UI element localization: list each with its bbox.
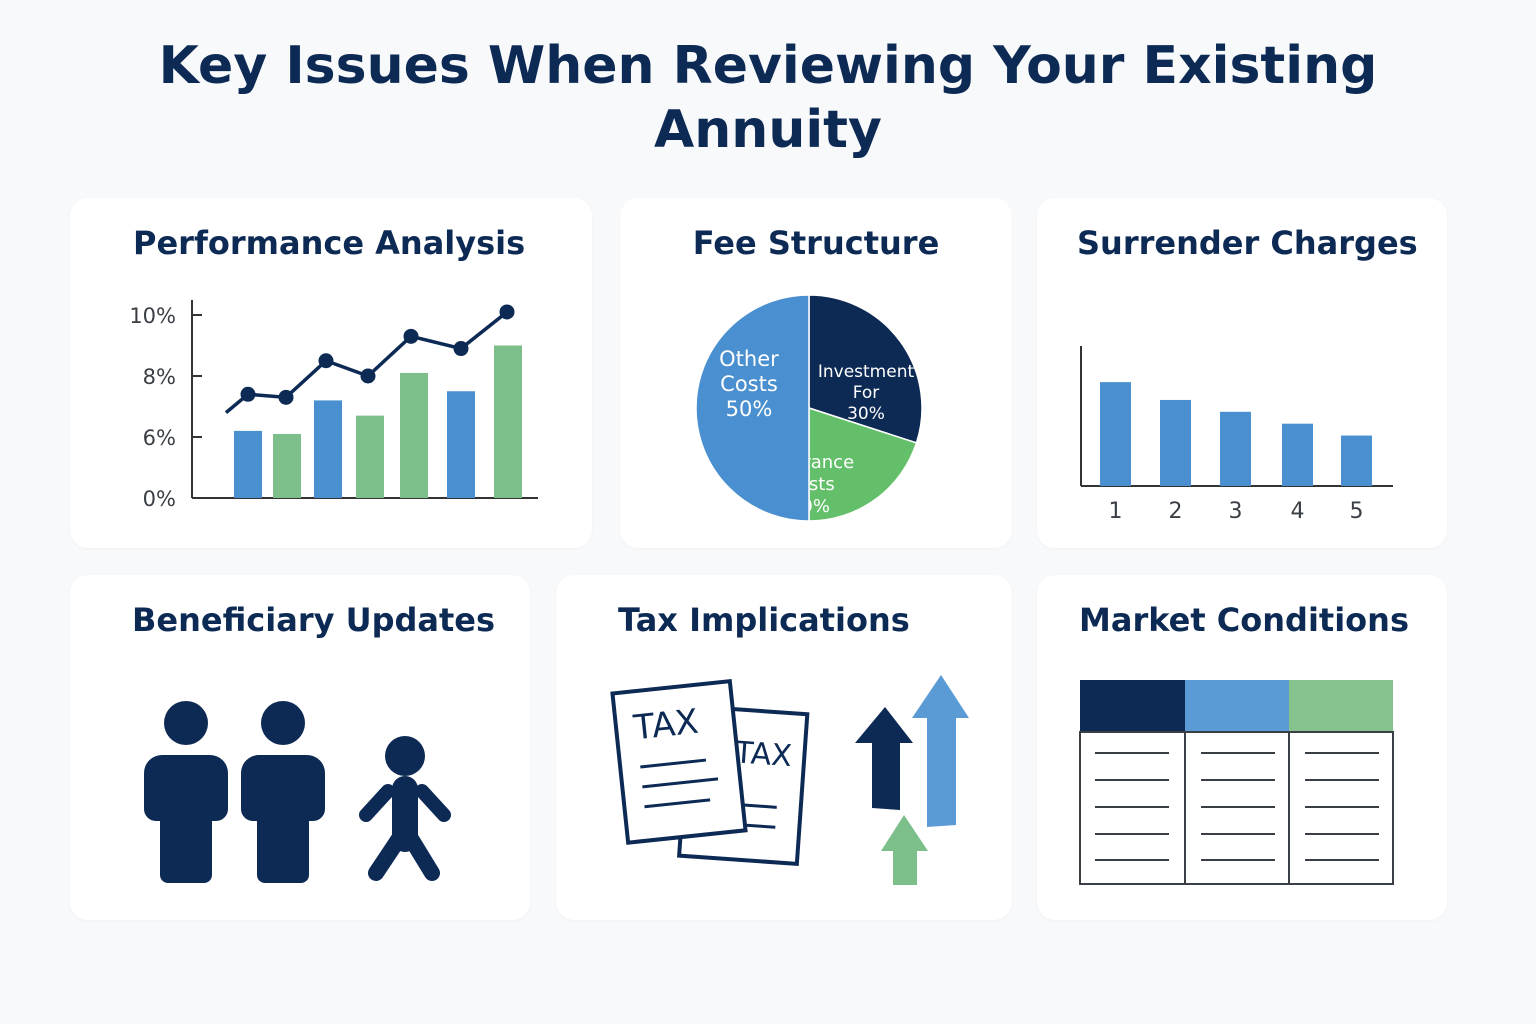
- perf-bar: [273, 433, 301, 498]
- perf-trend-point: [403, 328, 419, 344]
- surr-bar: [1220, 411, 1251, 486]
- page-title-line-1: Key Issues When Reviewing Your Existing: [158, 36, 1378, 96]
- surrender-chart: 1 2 3 4 5: [1080, 346, 1393, 524]
- fee-pie-slice: [808, 406, 918, 522]
- market-conditions-title: Market Conditions: [1079, 601, 1409, 639]
- beneficiary-updates-title: Beneficiary Updates: [132, 601, 496, 639]
- table-icon: [1079, 680, 1394, 885]
- performance-analysis-card: Performance Analysis 0% 6% 8% 10%: [70, 198, 592, 548]
- market-conditions-card: Market Conditions: [1037, 575, 1447, 920]
- perf-bar: [447, 391, 475, 498]
- fee-structure-title: Fee Structure: [692, 224, 940, 262]
- perf-bar: [314, 400, 342, 498]
- surr-x-tick-label: 5: [1350, 499, 1364, 524]
- surr-x-tick-label: 1: [1109, 499, 1123, 524]
- page-title-line-2: Annuity: [654, 100, 882, 160]
- tax-implications-title: Tax Implications: [618, 601, 910, 639]
- perf-trend-point: [360, 368, 376, 384]
- tax-document-back-label: TAX: [733, 735, 793, 774]
- perf-y-tick-label: 10%: [129, 304, 176, 328]
- tax-implications-card: Tax Implications TAX TAX: [556, 575, 1012, 920]
- fee-pie-label: Other: [719, 347, 779, 371]
- fee-pie-chart: InvestmentFor30%InsuranceCosts20%OtherCo…: [695, 294, 923, 522]
- perf-trend-point: [453, 341, 469, 357]
- perf-trend-point: [240, 386, 256, 402]
- perf-y-tick-label: 6%: [143, 426, 176, 450]
- fee-pie-label: For: [853, 383, 880, 403]
- perf-y-tick-label: 0%: [143, 487, 176, 511]
- fee-pie-label: Costs: [720, 372, 778, 396]
- tax-illustration: TAX TAX: [610, 675, 969, 885]
- perf-trend-point: [499, 304, 515, 320]
- perf-bar: [400, 372, 428, 498]
- tax-document-front-label: TAX: [631, 702, 701, 749]
- surr-bar: [1341, 435, 1372, 486]
- table-header-blue: [1185, 680, 1289, 732]
- surr-bar: [1100, 382, 1131, 486]
- fee-pie-slice: [808, 294, 923, 444]
- surr-bar: [1282, 423, 1313, 486]
- surr-x-tick-label: 2: [1169, 499, 1183, 524]
- fee-pie-label: 50%: [726, 397, 773, 421]
- table-rows: [1095, 752, 1379, 861]
- arrow-up-green-icon: [881, 815, 928, 885]
- perf-trend-point: [278, 389, 294, 405]
- beneficiary-updates-card: Beneficiary Updates: [70, 575, 530, 920]
- fee-pie-slice: [695, 294, 810, 522]
- performance-analysis-title: Performance Analysis: [133, 224, 526, 262]
- perf-bar: [494, 345, 522, 498]
- adult-1-body: [144, 755, 228, 883]
- fee-pie-label: Investment: [818, 362, 915, 382]
- page-title: Key Issues When Reviewing Your Existing …: [0, 34, 1536, 162]
- table-header-navy: [1080, 680, 1185, 732]
- family-icon: [144, 701, 451, 883]
- performance-chart: 0% 6% 8% 10%: [129, 300, 538, 511]
- adult-2-head: [261, 701, 305, 745]
- surrender-charges-title: Surrender Charges: [1077, 224, 1418, 262]
- perf-trend-point: [318, 353, 334, 369]
- tax-document-front-icon: TAX: [610, 678, 748, 845]
- adult-1-head: [164, 701, 208, 745]
- child-head: [385, 736, 425, 776]
- surr-x-tick-label: 3: [1229, 499, 1243, 524]
- arrow-up-navy-icon: [855, 707, 913, 810]
- perf-y-tick-label: 8%: [143, 365, 176, 389]
- adult-2-body: [241, 755, 325, 883]
- child-body: [359, 776, 451, 881]
- surrender-charges-card: Surrender Charges 1 2 3 4 5: [1037, 198, 1447, 548]
- fee-pie-label: 30%: [847, 404, 885, 424]
- surr-bar: [1160, 399, 1191, 486]
- surr-x-tick-label: 4: [1291, 499, 1305, 524]
- table-header-green: [1289, 680, 1393, 732]
- arrow-up-blue-icon: [912, 675, 969, 827]
- perf-bar: [234, 430, 262, 498]
- perf-bar: [356, 415, 384, 498]
